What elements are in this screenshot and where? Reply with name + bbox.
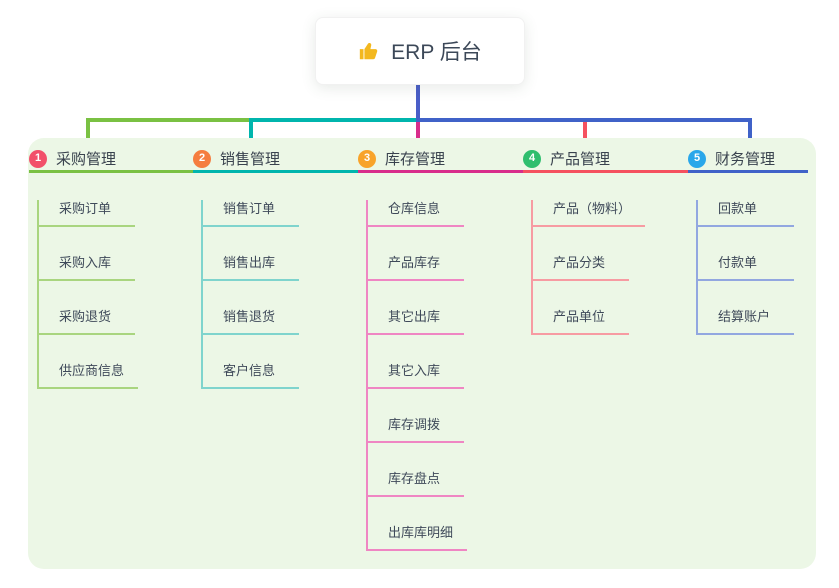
branch-label: 财务管理 — [715, 151, 776, 168]
child-node[interactable]: 采购入库 — [39, 254, 135, 281]
branch-number-badge: 3 — [358, 149, 376, 168]
child-node[interactable]: 其它入库 — [368, 362, 464, 389]
branch-label: 采购管理 — [56, 151, 117, 168]
branch-number-badge: 1 — [29, 149, 47, 168]
thumbs-up-icon — [358, 40, 380, 62]
root-node[interactable]: ERP 后台 — [315, 17, 525, 85]
child-node[interactable]: 产品库存 — [368, 254, 464, 281]
branch-purchase: 1 采购管理 采购订单 采购入库 采购退货 供应商信息 — [29, 147, 204, 389]
branch-purchase-children: 采购订单 采购入库 采购退货 供应商信息 — [37, 200, 204, 389]
child-node[interactable]: 库存盘点 — [368, 470, 464, 497]
child-node[interactable]: 产品单位 — [533, 308, 629, 335]
mindmap-panel — [28, 138, 816, 569]
child-node[interactable]: 客户信息 — [203, 362, 299, 389]
root-title: ERP 后台 — [391, 41, 482, 64]
root-trunk-line — [416, 82, 420, 120]
branch-product-header[interactable]: 4 产品管理 — [523, 147, 698, 173]
edge-drop-inventory — [416, 122, 420, 144]
child-node[interactable]: 其它出库 — [368, 308, 464, 335]
child-node[interactable]: 产品（物料） — [533, 200, 646, 227]
branch-purchase-header[interactable]: 1 采购管理 — [29, 147, 204, 173]
branch-label: 库存管理 — [385, 151, 446, 168]
branch-inventory-children: 仓库信息 产品库存 其它出库 其它入库 库存调拨 库存盘点 出库库明细 — [366, 200, 533, 551]
branch-sales-header[interactable]: 2 销售管理 — [193, 147, 368, 173]
branch-finance-children: 回款单 付款单 结算账户 — [696, 200, 808, 335]
child-node[interactable]: 销售出库 — [203, 254, 299, 281]
edge-branch-purchase — [86, 118, 253, 122]
child-node[interactable]: 回款单 — [698, 200, 794, 227]
branch-sales-children: 销售订单 销售出库 销售退货 客户信息 — [201, 200, 368, 389]
branch-product-children: 产品（物料） 产品分类 产品单位 — [531, 200, 698, 335]
child-node[interactable]: 出库库明细 — [368, 524, 468, 551]
branch-inventory: 3 库存管理 仓库信息 产品库存 其它出库 其它入库 库存调拨 库存盘点 出库库… — [358, 147, 533, 551]
child-node[interactable]: 付款单 — [698, 254, 794, 281]
child-node[interactable]: 采购退货 — [39, 308, 135, 335]
edge-drop-finance — [748, 120, 752, 144]
edge-drop-purchase — [86, 120, 90, 144]
branch-number-badge: 2 — [193, 149, 211, 168]
edge-branch-finance — [416, 118, 752, 122]
branch-label: 销售管理 — [220, 151, 281, 168]
branch-number-badge: 5 — [688, 149, 706, 168]
child-node[interactable]: 库存调拨 — [368, 416, 464, 443]
child-node[interactable]: 产品分类 — [533, 254, 629, 281]
child-node[interactable]: 销售退货 — [203, 308, 299, 335]
branch-number-badge: 4 — [523, 149, 541, 168]
branch-finance: 5 财务管理 回款单 付款单 结算账户 — [688, 147, 808, 335]
branch-inventory-header[interactable]: 3 库存管理 — [358, 147, 533, 173]
child-node[interactable]: 供应商信息 — [39, 362, 139, 389]
branch-product: 4 产品管理 产品（物料） 产品分类 产品单位 — [523, 147, 698, 335]
branch-label: 产品管理 — [550, 151, 611, 168]
edge-drop-product — [583, 122, 587, 144]
edge-branch-sales — [249, 118, 420, 122]
edge-drop-sales — [249, 120, 253, 144]
child-node[interactable]: 仓库信息 — [368, 200, 464, 227]
branch-finance-header[interactable]: 5 财务管理 — [688, 147, 808, 173]
branch-sales: 2 销售管理 销售订单 销售出库 销售退货 客户信息 — [193, 147, 368, 389]
child-node[interactable]: 采购订单 — [39, 200, 135, 227]
child-node[interactable]: 销售订单 — [203, 200, 299, 227]
child-node[interactable]: 结算账户 — [698, 308, 794, 335]
